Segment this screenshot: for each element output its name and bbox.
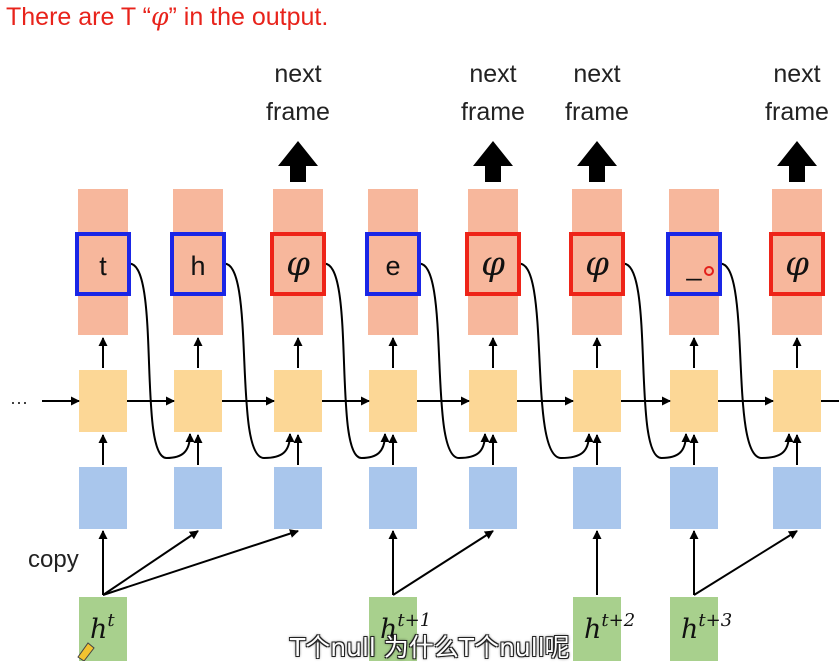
next-frame-label: next xyxy=(573,60,620,88)
char-output-box xyxy=(365,232,421,296)
feedback-curve-arrow xyxy=(516,262,594,460)
feedback-curve-arrow xyxy=(620,262,691,460)
encoder-state-label: ht xyxy=(90,610,115,645)
input-cell xyxy=(469,467,517,529)
hidden-cell xyxy=(174,370,222,432)
hidden-cell xyxy=(469,370,517,432)
slide-title: There are T “φ” in the output. xyxy=(6,2,328,32)
video-subtitle: T个null 为什么T个null呢 xyxy=(290,633,570,662)
feedback-curve-arrow xyxy=(221,262,295,460)
encoder-state-cell xyxy=(573,597,621,661)
encoder-state-label: ht+3 xyxy=(681,610,732,645)
char-output-box xyxy=(170,232,226,296)
null-output-box xyxy=(465,232,521,296)
input-cell xyxy=(369,467,417,529)
output-symbol: t xyxy=(99,251,107,281)
hidden-cell xyxy=(670,370,718,432)
next-frame-label: next xyxy=(274,60,321,88)
title-suffix: ” in the output. xyxy=(168,3,329,31)
encoder-state-label: ht+2 xyxy=(584,610,635,645)
char-output-box xyxy=(75,232,131,296)
feedback-curve-arrow xyxy=(717,262,794,460)
output-symbol: φ xyxy=(286,244,310,284)
copy-arrow xyxy=(693,530,798,596)
next-frame-label: next xyxy=(469,60,516,88)
cursor-marker-icon xyxy=(704,266,714,276)
input-cell xyxy=(773,467,821,529)
ellipsis-label: ··· xyxy=(10,392,28,412)
output-symbol: e xyxy=(385,251,400,281)
null-output-box xyxy=(270,232,326,296)
null-output-box xyxy=(769,232,825,296)
input-cell xyxy=(174,467,222,529)
input-cell xyxy=(670,467,718,529)
next-frame-arrow-icon xyxy=(577,141,617,182)
hidden-cell xyxy=(79,370,127,432)
feedback-curve-arrow xyxy=(321,262,390,460)
next-frame-label: frame xyxy=(765,98,829,126)
next-frame-label: next xyxy=(773,60,820,88)
input-cell xyxy=(573,467,621,529)
input-cell xyxy=(274,467,322,529)
copy-arrow xyxy=(102,529,299,596)
title-phi: φ xyxy=(150,2,169,31)
output-symbol: _ xyxy=(685,251,702,281)
hidden-cell xyxy=(274,370,322,432)
copy-arrow xyxy=(392,530,494,596)
output-symbol: φ xyxy=(481,244,505,284)
next-frame-label: frame xyxy=(461,98,525,126)
feedback-curve-arrow xyxy=(126,262,195,460)
next-frame-label: frame xyxy=(565,98,629,126)
encoder-state-label: ht+1 xyxy=(380,610,431,645)
hidden-cell xyxy=(573,370,621,432)
null-output-box xyxy=(569,232,625,296)
encoder-state-cell xyxy=(369,597,417,661)
hidden-cell xyxy=(369,370,417,432)
title-prefix: There are T “ xyxy=(6,3,151,31)
encoder-state-cell xyxy=(670,597,718,661)
next-frame-arrow-icon xyxy=(278,141,318,182)
pencil-icon xyxy=(77,642,95,661)
output-symbol: φ xyxy=(585,244,609,284)
next-frame-label: frame xyxy=(266,98,330,126)
next-frame-arrow-icon xyxy=(777,141,817,182)
feedback-curve-arrow xyxy=(416,262,490,460)
copy-label: copy xyxy=(28,546,79,573)
hidden-cell xyxy=(773,370,821,432)
input-cell xyxy=(79,467,127,529)
char-output-box xyxy=(666,232,722,296)
copy-arrow xyxy=(102,530,199,596)
output-symbol: φ xyxy=(785,244,809,284)
output-symbol: h xyxy=(190,251,205,281)
next-frame-arrow-icon xyxy=(473,141,513,182)
